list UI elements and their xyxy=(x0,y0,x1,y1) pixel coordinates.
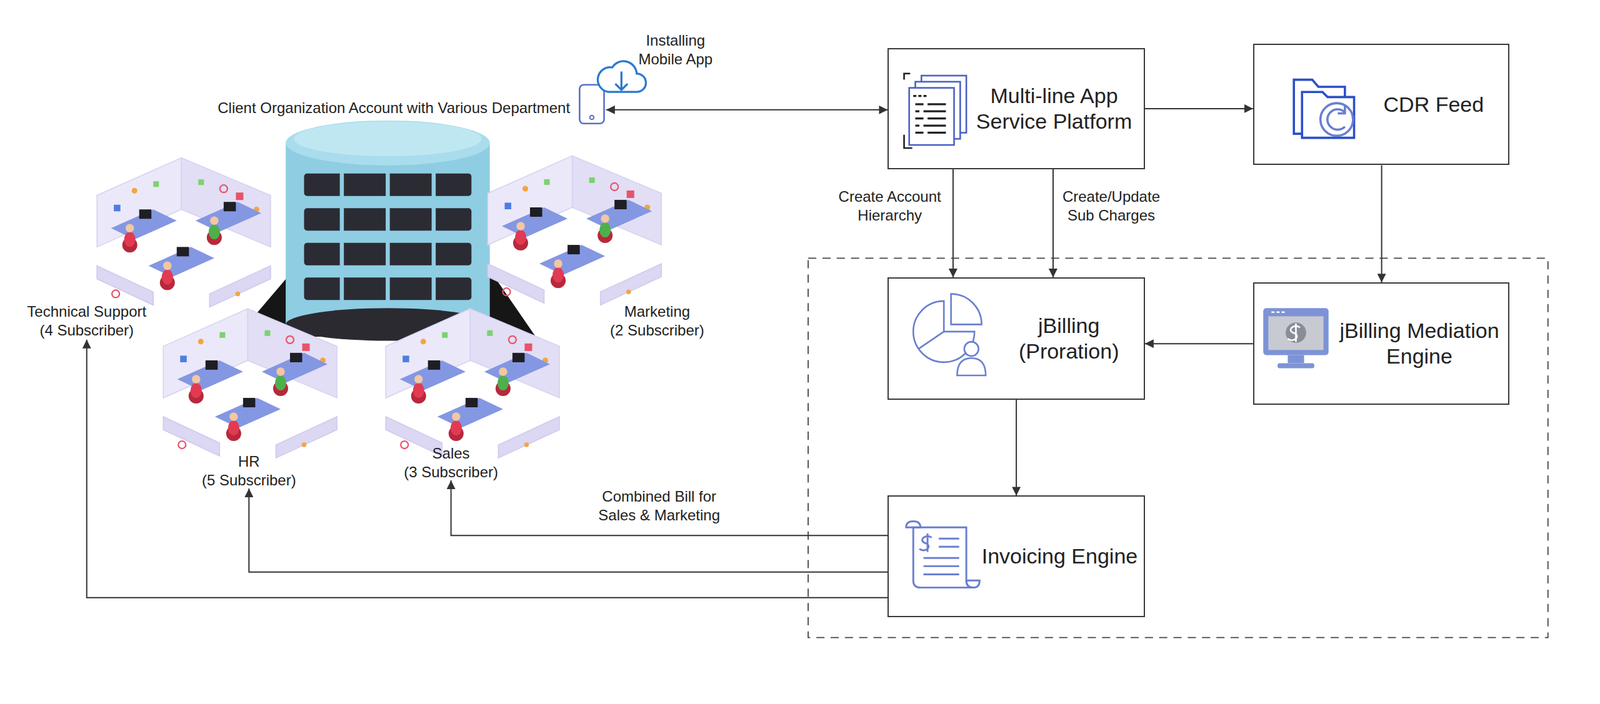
text-area: Sales(3 Subscriber) xyxy=(390,445,513,481)
folder-icon xyxy=(1293,80,1354,139)
text-area: Installing Mobile App xyxy=(629,30,722,70)
connector xyxy=(1145,108,1254,110)
department-group: Marketing(2 Subscriber) xyxy=(595,303,719,340)
pie-chart-icon xyxy=(913,293,986,376)
text-area: Multi-line App Service Platform xyxy=(967,48,1142,170)
text-area: HR(5 Subscriber) xyxy=(187,454,310,490)
connector xyxy=(451,480,889,536)
department-group: Technical Support(4 Subscriber) xyxy=(25,303,149,340)
connector xyxy=(606,109,889,111)
connector xyxy=(1052,169,1054,278)
dashed-boundary xyxy=(808,258,1549,638)
node-text: Technical Support xyxy=(26,302,147,322)
node-text: HR xyxy=(238,452,260,472)
text-area: CDR Feed xyxy=(1362,43,1506,165)
process-box: jBilling Mediation Engine xyxy=(1253,282,1510,405)
process-box: CDR Feed xyxy=(1253,43,1510,165)
node-text: Multi-line App Service Platform xyxy=(967,83,1142,135)
process-box: Invoicing Engine xyxy=(887,495,1145,617)
node-text: Installing Mobile App xyxy=(629,31,722,69)
edge-label: Create/Update Sub Charges xyxy=(1051,186,1172,226)
process-box: Multi-line App Service Platform xyxy=(887,48,1145,170)
process-box: jBilling (Proration) xyxy=(887,277,1145,400)
connector xyxy=(248,488,888,573)
documents-icon xyxy=(904,73,967,149)
node-text: Sales xyxy=(432,444,470,464)
department-group: Sales(3 Subscriber) xyxy=(390,445,513,481)
node-text: (5 Subscriber) xyxy=(201,471,297,490)
node-text: (3 Subscriber) xyxy=(403,463,499,482)
text-area: Technical Support(4 Subscriber) xyxy=(25,303,149,340)
node-text: jBilling (Proration) xyxy=(995,313,1144,365)
connector xyxy=(86,340,889,599)
connector xyxy=(1145,343,1254,345)
node-text: CDR Feed xyxy=(1383,91,1485,118)
client-organization: Client Organization Account with Various… xyxy=(15,86,730,500)
text-area: Marketing(2 Subscriber) xyxy=(595,303,719,340)
department-group: HR(5 Subscriber) xyxy=(187,454,310,490)
text-area: jBilling (Proration) xyxy=(995,277,1144,400)
invoice-icon xyxy=(906,521,980,589)
node-text: Invoicing Engine xyxy=(981,543,1139,570)
text-area: Invoicing Engine xyxy=(974,495,1145,617)
connector xyxy=(1015,400,1017,496)
edge-label: Combined Bill for Sales & Marketing xyxy=(587,486,731,526)
edge-label: Create Account Hierarchy xyxy=(828,186,952,226)
connector xyxy=(952,169,954,278)
text-area: jBilling Mediation Engine xyxy=(1329,282,1509,405)
node-text: Marketing xyxy=(624,302,690,322)
phone-icon xyxy=(579,61,646,124)
node-text: (2 Subscriber) xyxy=(610,321,705,340)
phone-node: Installing Mobile App xyxy=(577,81,607,127)
node-text: Client Organization Account with Various… xyxy=(217,98,570,118)
connector xyxy=(1381,165,1383,283)
node-text: (4 Subscriber) xyxy=(39,321,134,340)
node-text: jBilling Mediation Engine xyxy=(1329,318,1509,370)
server-cylinder xyxy=(285,120,490,342)
text-area: Client Organization Account with Various… xyxy=(190,88,599,128)
monitor-icon xyxy=(1263,308,1329,369)
